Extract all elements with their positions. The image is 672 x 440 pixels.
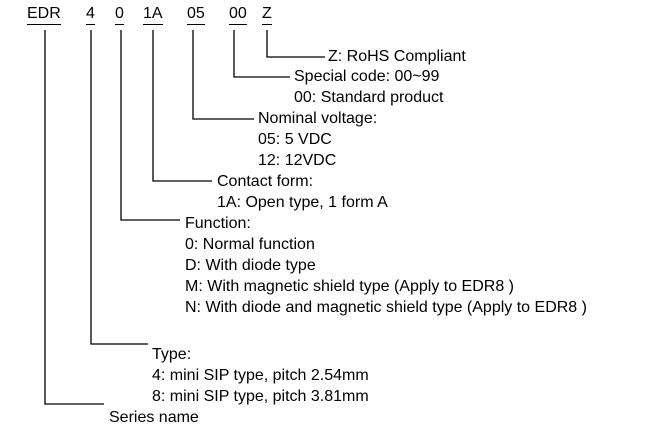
type-item: 8: mini SIP type, pitch 3.81mm (152, 388, 369, 405)
code-special: 00 (229, 4, 247, 25)
function-item: 0: Normal function (185, 236, 315, 253)
connector-special (233, 30, 290, 78)
code-nominal-voltage: 05 (187, 4, 205, 25)
connector-contact (152, 30, 212, 182)
contact-form-item: 1A: Open type, 1 form A (217, 194, 388, 211)
special-code-label: Special code: 00~99 (294, 68, 440, 85)
code-type: 4 (86, 4, 95, 25)
nominal-voltage-item: 12: 12VDC (258, 152, 337, 169)
code-series: EDR (27, 4, 61, 25)
code-function: 0 (115, 4, 124, 25)
connector-series (44, 30, 104, 405)
nominal-voltage-label: Nominal voltage: (258, 110, 378, 127)
function-label: Function: (185, 215, 251, 232)
type-label: Type: (152, 346, 192, 363)
special-code-item: 00: Standard product (294, 89, 444, 106)
connector-type (90, 30, 148, 345)
rohs-label: Z: RoHS Compliant (328, 48, 466, 65)
nominal-voltage-item: 05: 5 VDC (258, 131, 332, 148)
function-item: N: With diode and magnetic shield type (… (185, 299, 587, 316)
function-item: M: With magnetic shield type (Apply to E… (185, 278, 515, 295)
type-item: 4: mini SIP type, pitch 2.54mm (152, 367, 369, 384)
code-rohs: Z (262, 4, 272, 25)
code-contact-form: 1A (143, 4, 163, 25)
connector-function (120, 30, 180, 221)
series-name-label: Series name (109, 409, 199, 426)
connector-voltage (192, 30, 254, 120)
contact-form-label: Contact form: (217, 173, 314, 190)
function-item: D: With diode type (185, 257, 316, 274)
connector-rohs (266, 30, 325, 58)
